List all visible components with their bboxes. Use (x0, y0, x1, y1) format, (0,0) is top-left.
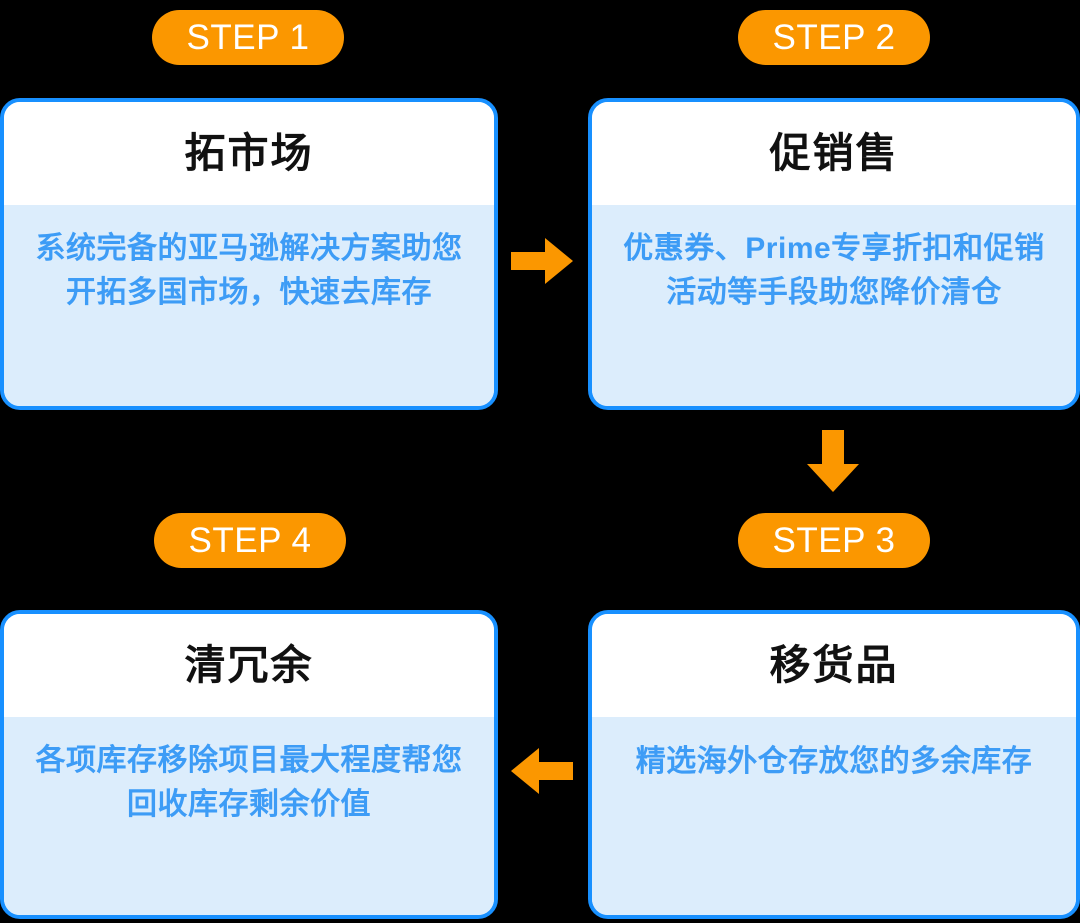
arrow-left-icon (511, 748, 573, 794)
step-card-1-title: 拓市场 (4, 102, 494, 205)
step-card-3-title-text: 移货品 (769, 642, 899, 688)
step-card-4: 清冗余 各项库存移除项目最大程度帮您回收库存剩余价值 (0, 610, 498, 919)
step-badge-3-label: STEP 3 (772, 521, 896, 560)
step-card-1-body: 系统完备的亚马逊解决方案助您开拓多国市场，快速去库存 (4, 205, 494, 406)
arrow-right-icon (511, 238, 573, 284)
step-card-1: 拓市场 系统完备的亚马逊解决方案助您开拓多国市场，快速去库存 (0, 98, 498, 410)
step-card-4-title-text: 清冗余 (184, 642, 314, 688)
step-card-1-title-text: 拓市场 (184, 130, 314, 176)
step-badge-2-label: STEP 2 (772, 18, 896, 57)
step-card-2-title: 促销售 (592, 102, 1076, 205)
step-card-2-title-text: 促销售 (769, 130, 899, 176)
step-card-1-body-text: 系统完备的亚马逊解决方案助您开拓多国市场，快速去库存 (35, 232, 463, 310)
step-card-3: 移货品 精选海外仓存放您的多余库存 (588, 610, 1080, 919)
step-card-2-body: 优惠券、Prime专享折扣和促销活动等手段助您降价清仓 (592, 205, 1076, 406)
step-badge-4-label: STEP 4 (188, 521, 312, 560)
arrow-down-icon (807, 430, 859, 492)
step-card-3-body: 精选海外仓存放您的多余库存 (592, 717, 1076, 915)
step-badge-3: STEP 3 (738, 513, 930, 568)
step-card-4-title: 清冗余 (4, 614, 494, 717)
step-badge-2: STEP 2 (738, 10, 930, 65)
step-card-4-body: 各项库存移除项目最大程度帮您回收库存剩余价值 (4, 717, 494, 915)
step-card-3-body-text: 精选海外仓存放您的多余库存 (635, 745, 1033, 778)
step-badge-1-label: STEP 1 (186, 18, 310, 57)
step-card-4-body-text: 各项库存移除项目最大程度帮您回收库存剩余价值 (35, 744, 463, 822)
step-card-3-title: 移货品 (592, 614, 1076, 717)
step-card-2-body-text: 优惠券、Prime专享折扣和促销活动等手段助您降价清仓 (623, 232, 1045, 310)
step-badge-1: STEP 1 (152, 10, 344, 65)
step-badge-4: STEP 4 (154, 513, 346, 568)
step-card-2: 促销售 优惠券、Prime专享折扣和促销活动等手段助您降价清仓 (588, 98, 1080, 410)
